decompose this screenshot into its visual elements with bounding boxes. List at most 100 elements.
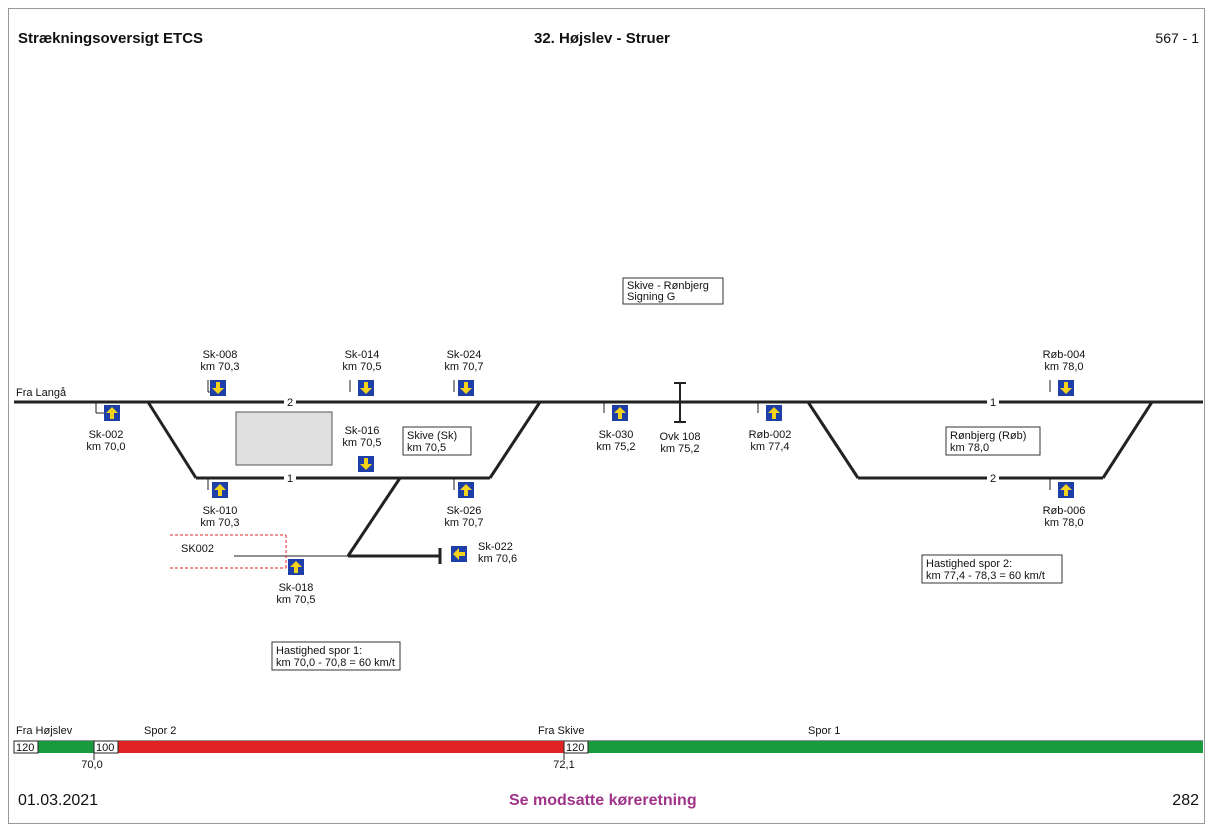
svg-text:Røb-002: Røb-002 — [749, 429, 792, 441]
balise-arrow-down-icon — [358, 456, 374, 472]
balise-arrow-down-icon — [458, 380, 474, 396]
balise-rob-004: Røb-004 km 78,0 — [1043, 349, 1086, 396]
line-info-text: Skive - Rønbjerg — [627, 280, 709, 292]
svg-text:km 70,3: km 70,3 — [200, 517, 239, 529]
balise-sk-024: Sk-024 km 70,7 — [444, 349, 484, 396]
speed-profile: Fra Højslev Spor 2 Fra Skive Spor 1 120 … — [13, 725, 1203, 771]
balise-rob-002: Røb-002 km 77,4 — [749, 402, 792, 453]
page-frame — [8, 8, 1205, 823]
speed-profile-label: Fra Skive — [538, 725, 584, 737]
balise-arrow-up-icon — [458, 482, 474, 498]
speed-profile-label: Fra Højslev — [16, 725, 73, 737]
svg-text:Sk-022: Sk-022 — [478, 541, 513, 553]
speed-segment-red — [94, 741, 564, 753]
speed-value: 100 — [96, 742, 114, 754]
track-number: 2 — [287, 397, 293, 409]
svg-text:Sk-024: Sk-024 — [447, 349, 482, 361]
balise-arrow-up-icon — [104, 405, 120, 421]
svg-text:Sk-018: Sk-018 — [279, 582, 314, 594]
balise-arrow-down-icon — [210, 380, 226, 396]
station-name: Skive (Sk) — [407, 430, 457, 442]
balise-sk-002: Sk-002 km 70,0 — [86, 402, 126, 453]
balise-arrow-up-icon — [766, 405, 782, 421]
line-info-box — [622, 277, 724, 305]
svg-text:km 70,5: km 70,5 — [342, 361, 381, 373]
route-title: 32. Højslev - Struer — [534, 30, 670, 47]
siding-label: SK002 — [181, 543, 214, 555]
siding-area — [170, 534, 287, 569]
speed-note-text: km 70,0 - 70,8 = 60 km/t — [276, 657, 395, 669]
balise-arrow-down-icon — [358, 380, 374, 396]
balise-sk-026: Sk-026 km 70,7 — [444, 478, 484, 529]
track-number: 1 — [990, 397, 996, 409]
balise-rob-006: Røb-006 km 78,0 — [1043, 478, 1086, 529]
balise-arrow-up-icon — [288, 559, 304, 575]
svg-text:Sk-008: Sk-008 — [203, 349, 238, 361]
km-marker: 70,0 — [81, 759, 102, 771]
speed-note-text: Hastighed spor 2: — [926, 558, 1012, 570]
svg-text:Sk-014: Sk-014 — [345, 349, 380, 361]
svg-text:Sk-030: Sk-030 — [599, 429, 634, 441]
speed-note-text: Hastighed spor 1: — [276, 645, 362, 657]
balise-arrow-up-icon — [212, 482, 228, 498]
track-number: 1 — [287, 473, 293, 485]
svg-text:Sk-016: Sk-016 — [345, 425, 380, 437]
station-box-ronbjerg — [945, 426, 1041, 456]
svg-text:km 70,5: km 70,5 — [342, 437, 381, 449]
speed-profile-label: Spor 1 — [808, 725, 840, 737]
svg-text:Sk-010: Sk-010 — [203, 505, 238, 517]
track-number: 2 — [990, 473, 996, 485]
balise-sk-030: Sk-030 km 75,2 — [596, 402, 636, 453]
svg-text:km 70,0: km 70,0 — [86, 441, 125, 453]
balise-sk-018: Sk-018 km 70,5 — [276, 559, 316, 606]
speed-note-track1 — [271, 641, 401, 671]
svg-text:km 78,0: km 78,0 — [1044, 517, 1083, 529]
svg-text:Sk-002: Sk-002 — [89, 429, 124, 441]
speed-segment-green — [564, 741, 1203, 753]
svg-text:km 70,5: km 70,5 — [276, 594, 315, 606]
level-crossing-id: Ovk 108 — [660, 431, 701, 443]
line-info-text: Signing G — [627, 291, 675, 303]
page-reference: 567 - 1 — [1155, 30, 1199, 46]
balise-arrow-up-icon — [612, 405, 628, 421]
station-km: km 78,0 — [950, 442, 989, 454]
line-origin-label: Fra Langå — [16, 387, 67, 399]
balise-sk-010: Sk-010 km 70,3 — [200, 478, 240, 529]
svg-text:km 70,3: km 70,3 — [200, 361, 239, 373]
balise-arrow-down-icon — [1058, 380, 1074, 396]
speed-note-text: km 77,4 - 78,3 = 60 km/t — [926, 570, 1045, 582]
balise-arrow-up-icon — [1058, 482, 1074, 498]
document-title: Strækningsoversigt ETCS — [18, 30, 204, 47]
svg-text:km 70,6: km 70,6 — [478, 553, 517, 565]
svg-text:Røb-006: Røb-006 — [1043, 505, 1086, 517]
station-name: Rønbjerg (Røb) — [950, 430, 1026, 442]
svg-text:Sk-026: Sk-026 — [447, 505, 482, 517]
svg-text:km 77,4: km 77,4 — [750, 441, 789, 453]
balise-sk-008: Sk-008 km 70,3 — [200, 349, 240, 396]
station-box-skive — [402, 426, 472, 456]
speed-note-track2 — [921, 554, 1063, 584]
balise-sk-016: Sk-016 km 70,5 — [342, 425, 382, 472]
station-km: km 70,5 — [407, 442, 446, 454]
level-crossing-km: km 75,2 — [660, 443, 699, 455]
svg-text:km 78,0: km 78,0 — [1044, 361, 1083, 373]
svg-text:km 75,2: km 75,2 — [596, 441, 635, 453]
svg-text:km 70,7: km 70,7 — [444, 361, 483, 373]
speed-value: 120 — [16, 742, 34, 754]
footer-rule — [8, 823, 1205, 824]
svg-text:Røb-004: Røb-004 — [1043, 349, 1086, 361]
balise-arrow-left-icon — [451, 546, 467, 562]
page-number: 282 — [1172, 792, 1199, 809]
svg-text:km 70,7: km 70,7 — [444, 517, 483, 529]
direction-notice: Se modsatte køreretning — [509, 792, 697, 809]
level-crossing-symbol — [674, 382, 686, 423]
balise-sk-022: Sk-022 km 70,6 — [451, 541, 517, 565]
track-lines — [14, 400, 1203, 558]
speed-value: 120 — [566, 742, 584, 754]
km-marker: 72,1 — [553, 759, 574, 771]
platform — [235, 411, 333, 466]
balise-sk-014: Sk-014 km 70,5 — [342, 349, 382, 396]
speed-profile-label: Spor 2 — [144, 725, 176, 737]
document-date: 01.03.2021 — [18, 792, 99, 809]
